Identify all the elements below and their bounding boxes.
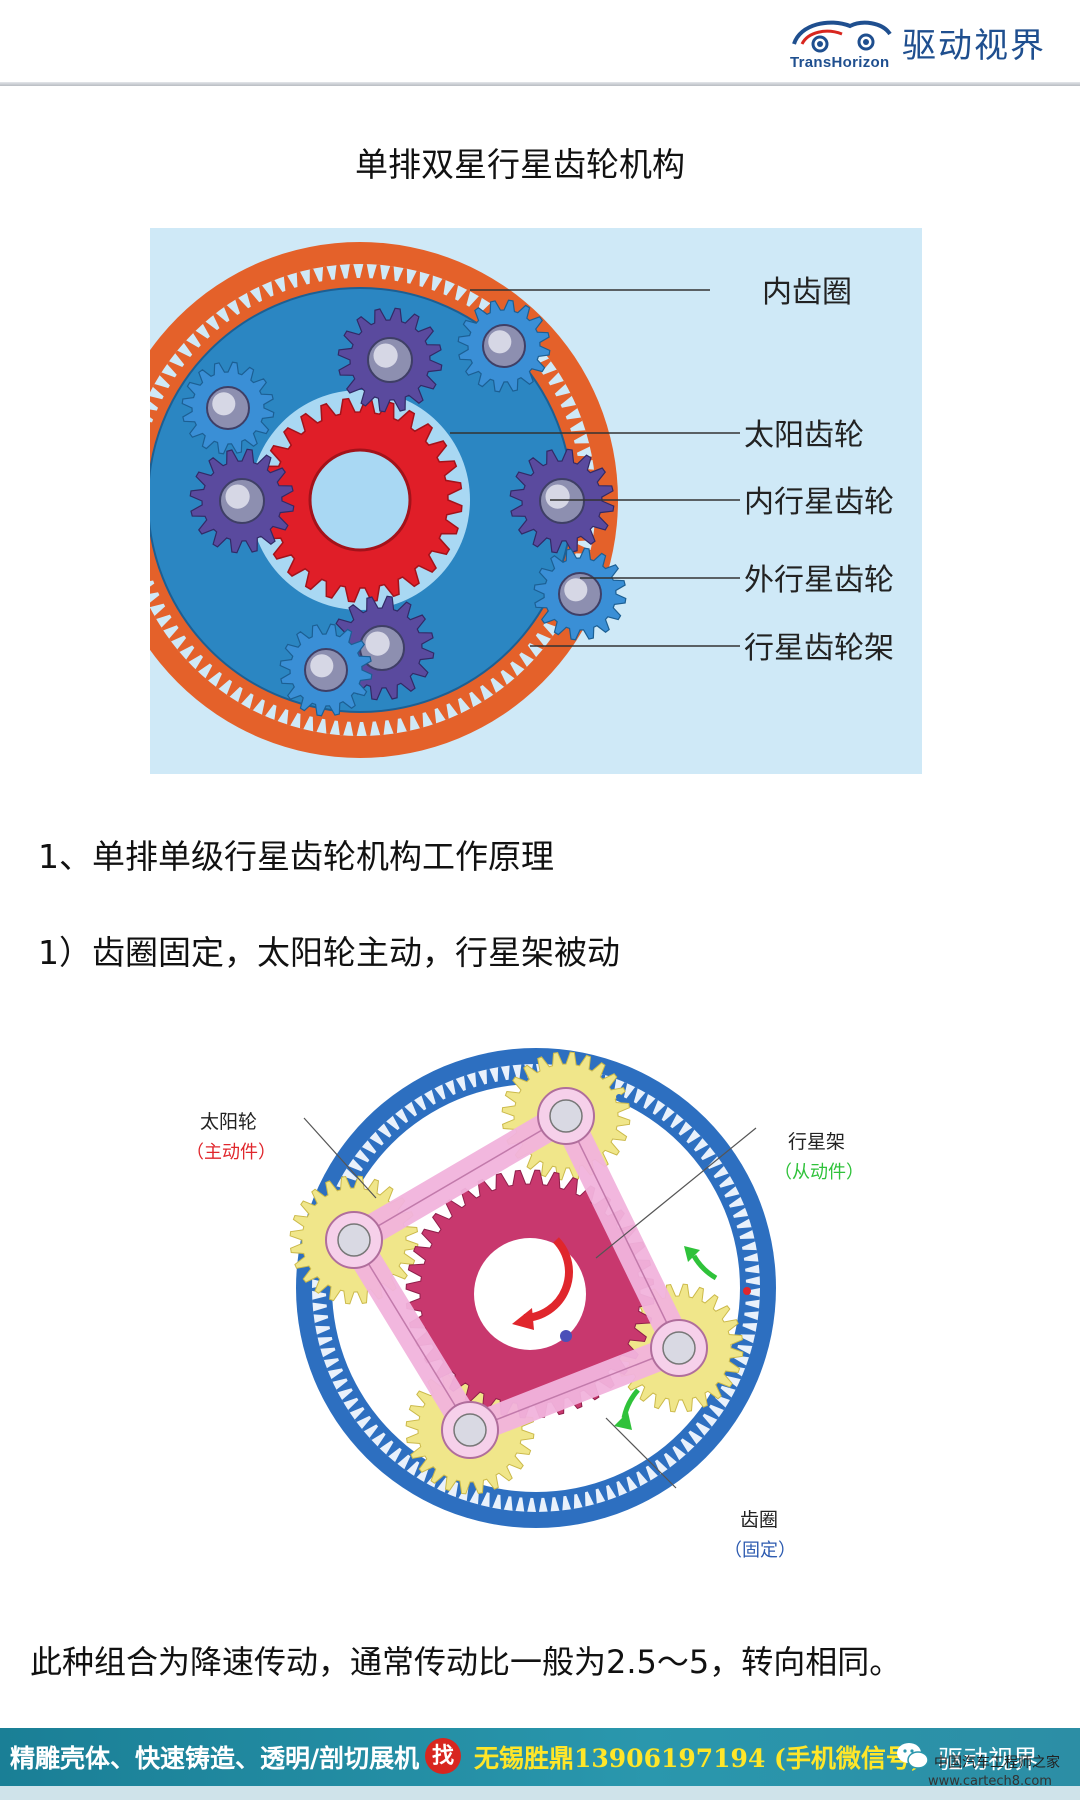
label-planet-carrier: 行星齿轮架 [744,631,894,666]
inner-planet-hub-shine [226,485,250,509]
double-planet-gearset-diagram: 内齿圈 太阳齿轮 内行星齿轮 外行星齿轮 行星齿轮架 [150,228,922,774]
label-sun-role: （主动件） [186,1142,276,1163]
watermark-site-name: 中国汽车工程师之家 [934,1752,1060,1772]
label-outer-planet: 外行星齿轮 [744,563,894,598]
promo-footer: 精雕壳体、快速铸造、透明/剖切展机 找 无锡胜鼎13906197194 (手机微… [0,1728,1080,1786]
logo-chinese-text: 驱动视界 [902,18,1046,67]
outer-planet-hub-shine [212,392,235,415]
planet-pin [550,1100,582,1132]
label-carrier: 行星架 [788,1131,845,1153]
section-heading: 1、单排单级行星齿轮机构工作原理 [38,830,554,878]
ring-top-marker-dot [616,1094,622,1100]
inner-planet-hub-shine [374,344,398,368]
label-ring-role: （固定） [724,1540,796,1561]
transhorizon-logo: TransHorizon 驱动视界 [790,14,1070,74]
simple-planetary-diagram: 太阳轮 （主动件） 行星架 （从动件） 齿圈 （固定） [176,1018,896,1588]
planet-pin [338,1224,370,1256]
inner-planet-hub-shine [546,485,570,509]
case-heading: 1）齿圈固定，太阳轮主动，行星架被动 [38,926,620,974]
header-divider [0,82,1080,86]
label-ring-gear: 内齿圈 [762,275,852,310]
label-sun-gear: 太阳齿轮 [744,418,864,453]
inner-planet-hub-shine [366,632,390,656]
planet-pin [663,1332,695,1364]
label-ring: 齿圈 [740,1509,778,1531]
label-sun: 太阳轮 [200,1111,257,1133]
watermark-url: www.cartech8.com [928,1774,1052,1789]
page-header: TransHorizon 驱动视界 [0,0,1080,84]
label-inner-planet: 内行星齿轮 [744,485,894,520]
footer-find-badge: 找 [425,1738,461,1774]
footer-bottom-strip [0,1786,1080,1800]
sun-gear-bore [310,450,410,550]
sun-marker-dot [560,1330,572,1342]
outer-planet-hub-shine [310,654,333,677]
logo-english-text: TransHorizon [790,54,889,71]
car-swirl-logo-icon [790,14,894,54]
footer-service-text: 精雕壳体、快速铸造、透明/剖切展机 [10,1739,419,1775]
footer-contact-text: 无锡胜鼎13906197194 (手机微信号) [474,1739,923,1775]
outer-planet-hub-shine [488,330,511,353]
ring-marker-dot [743,1287,751,1295]
planet-pin [454,1414,486,1446]
outer-planet-hub-shine [564,578,587,601]
wechat-icon [896,1741,930,1771]
label-carrier-role: （从动件） [774,1162,864,1183]
conclusion-text: 此种组合为降速传动，通常传动比一般为2.5～5，转向相同。 [30,1637,901,1683]
page-title: 单排双星行星齿轮机构 [0,138,1040,186]
